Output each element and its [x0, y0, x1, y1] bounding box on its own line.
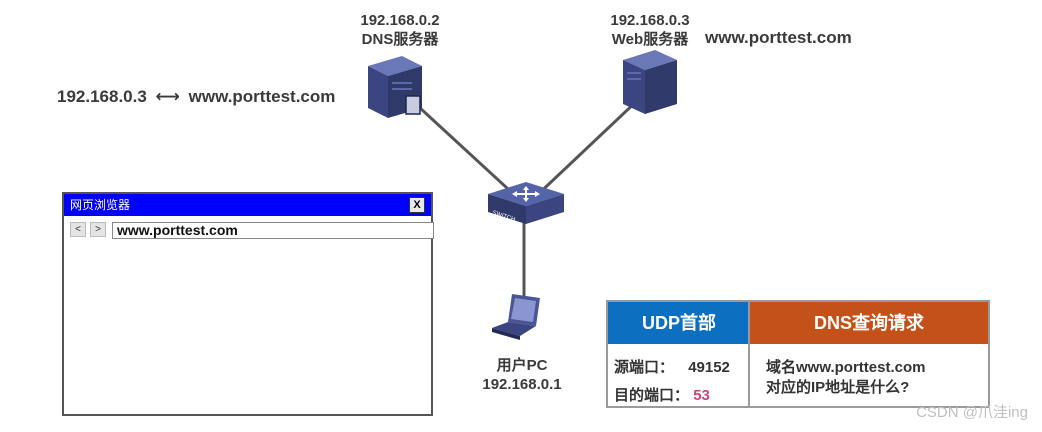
mapping-ip: 192.168.0.3	[57, 87, 147, 106]
dns-server-label: 192.168.0.2 DNS服务器	[340, 11, 460, 49]
watermark: CSDN @爪洼ing	[916, 404, 1028, 421]
web-server-ip: 192.168.0.3	[610, 12, 690, 29]
link-dns-switch	[418, 106, 522, 202]
source-port-value: 49152	[688, 359, 730, 376]
pc-name: 用户PC	[496, 357, 548, 374]
browser-titlebar: 网页浏览器 X	[64, 194, 431, 216]
dns-query-line1: 域名www.porttest.com	[766, 359, 926, 376]
destination-port-label: 目的端口：	[614, 387, 690, 404]
browser-title: 网页浏览器	[70, 198, 131, 212]
dns-mapping: 192.168.0.3 ⟷ www.porttest.com	[57, 87, 335, 107]
source-port-label: 源端口：	[614, 359, 675, 376]
pc-ip: 192.168.0.1	[482, 376, 562, 393]
udp-header-title: UDP首部	[608, 302, 750, 344]
browser-navbar: < > www.porttest.com	[64, 216, 434, 242]
back-button[interactable]: <	[70, 222, 86, 237]
destination-port-row: 目的端口： 53	[614, 384, 710, 405]
web-server-label: 192.168.0.3 Web服务器	[590, 11, 710, 49]
dns-query-header-title: DNS查询请求	[750, 302, 988, 344]
switch-icon: SWITCH	[488, 182, 564, 224]
address-bar[interactable]: www.porttest.com	[112, 222, 434, 239]
forward-button[interactable]: >	[90, 222, 106, 237]
mapping-domain: www.porttest.com	[188, 87, 336, 106]
pc-label: 用户PC 192.168.0.1	[464, 356, 580, 394]
web-server-icon	[623, 50, 677, 114]
dns-query-text: 域名www.porttest.com 对应的IP地址是什么?	[766, 358, 925, 398]
packet-table: UDP首部 DNS查询请求 源端口： 49152 目的端口： 53 域名www.…	[606, 300, 990, 408]
close-button[interactable]: X	[409, 197, 425, 213]
bidirectional-arrow-icon: ⟷	[155, 87, 180, 106]
web-server-domain: www.porttest.com	[705, 28, 852, 47]
packet-divider	[748, 302, 750, 406]
laptop-icon	[492, 294, 540, 340]
dns-query-line2: 对应的IP地址是什么?	[766, 379, 910, 396]
link-web-switch	[530, 96, 642, 202]
source-port-row: 源端口： 49152	[614, 356, 730, 377]
dns-server-name: DNS服务器	[361, 31, 439, 48]
web-server-name: Web服务器	[611, 31, 689, 48]
destination-port-value: 53	[693, 387, 710, 404]
dns-server-ip: 192.168.0.2	[360, 12, 440, 29]
browser-window: 网页浏览器 X < > www.porttest.com	[62, 192, 434, 416]
dns-server-icon	[368, 56, 422, 118]
